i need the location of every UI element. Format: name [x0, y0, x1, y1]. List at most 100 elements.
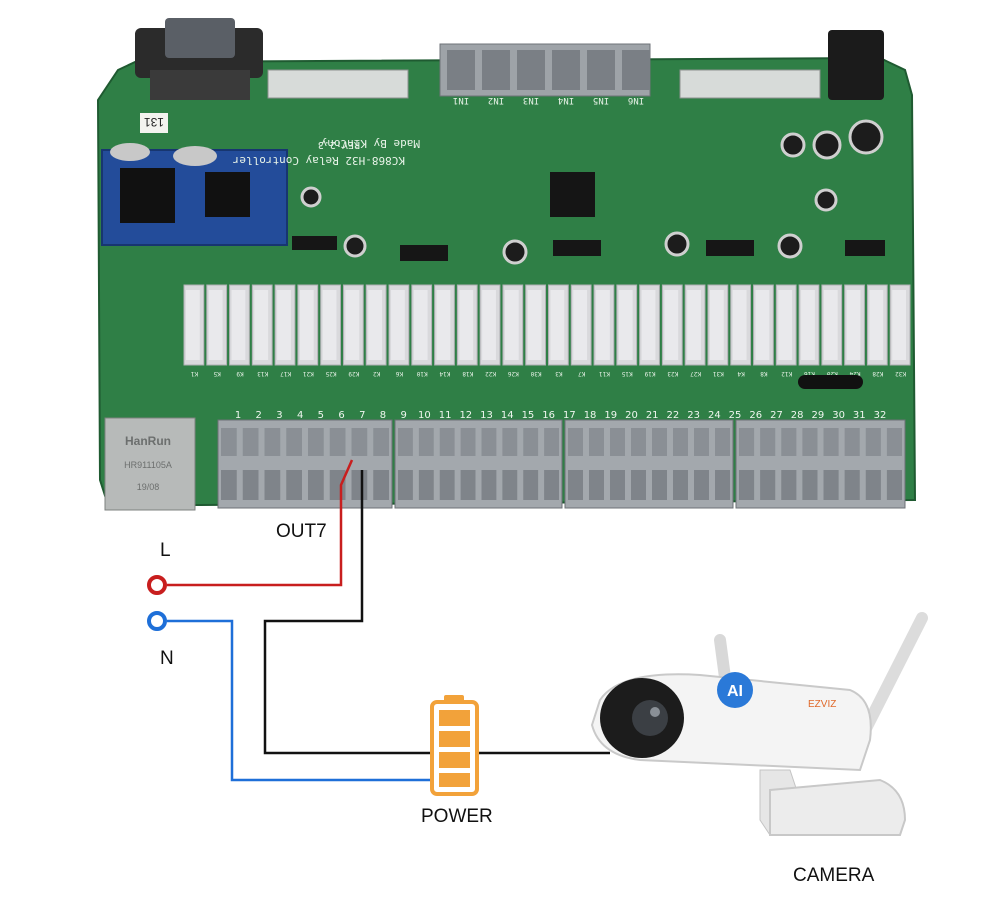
terminal-lever: [264, 428, 281, 456]
relay-label: K25: [325, 370, 336, 377]
relay-face: [413, 290, 428, 360]
relay-face: [892, 290, 906, 360]
terminal-lever: [652, 428, 667, 456]
terminal-lever: [502, 470, 518, 500]
relay-face: [869, 290, 884, 360]
microcontroller-chip: [550, 172, 595, 217]
terminal-number: 15: [522, 410, 535, 421]
relay-label: K19: [644, 370, 655, 377]
terminal-lever: [544, 428, 559, 456]
relay-label: K1: [190, 370, 198, 377]
capacitors: [300, 119, 884, 265]
terminal-lever: [481, 428, 497, 456]
relay-label: K5: [213, 370, 221, 377]
input-label: IN1: [453, 95, 469, 105]
terminal-number: 8: [380, 410, 386, 421]
input-label: IN4: [558, 95, 574, 105]
relay-face: [231, 290, 246, 360]
out7-label: OUT7: [276, 521, 327, 542]
terminal-lever: [823, 470, 839, 500]
relay-label: K21: [302, 370, 313, 377]
terminal-lever: [610, 470, 625, 500]
relay-label: K2: [373, 370, 381, 377]
terminal-number: 25: [729, 410, 742, 421]
terminal-lever: [502, 428, 518, 456]
relay-label: K30: [530, 370, 541, 377]
terminal-lever: [760, 428, 776, 456]
security-camera: AI EZVIZ: [590, 612, 928, 836]
camera-brand: EZVIZ: [808, 699, 836, 710]
relay-face: [823, 290, 838, 360]
terminal-lever: [286, 428, 302, 456]
terminal-number: 17: [563, 410, 576, 421]
relay-label: K9: [236, 370, 244, 377]
terminal-lever: [373, 470, 389, 500]
board-sticker-text: 131: [144, 115, 164, 129]
relay-label: K31: [713, 370, 724, 377]
terminal-lever: [781, 470, 797, 500]
terminal-lever: [610, 428, 625, 456]
terminal-number: 32: [874, 410, 887, 421]
terminal-lever: [865, 428, 881, 456]
relay-label: K29: [348, 370, 359, 377]
terminal-lever: [351, 470, 368, 500]
relay-label: K32: [895, 370, 906, 377]
relay-marker-strip: [798, 375, 863, 389]
terminal-lever: [802, 470, 818, 500]
terminal-number: 4: [297, 410, 303, 421]
terminal-number: 18: [584, 410, 597, 421]
relay-face: [573, 290, 588, 360]
board-sticker: [140, 113, 168, 133]
rj45-brand: HanRun: [125, 434, 171, 448]
relay-label: K17: [280, 370, 291, 377]
relay-face: [504, 290, 519, 360]
relay-label: K3: [555, 370, 563, 377]
terminal-number: 3: [276, 410, 282, 421]
board-title: KC868-H32 Relay Controller: [232, 154, 405, 167]
line-terminal: [147, 575, 167, 595]
relay-label: K12: [781, 370, 792, 377]
relay-label: K20: [826, 370, 837, 377]
terminal-number: 26: [749, 410, 762, 421]
terminal-number: 28: [791, 410, 804, 421]
terminal-lever: [631, 470, 646, 500]
board-revision: REV:2.3: [318, 139, 360, 150]
terminal-number: 24: [708, 410, 721, 421]
input-label: IN5: [593, 95, 609, 105]
relay-face: [208, 290, 223, 360]
line-wire: [167, 459, 354, 587]
relay-face: [436, 290, 451, 360]
power-label: POWER: [421, 806, 493, 827]
terminal-lever: [631, 428, 646, 456]
terminal-lever: [673, 428, 688, 456]
board-maker: Made By KinCony: [320, 137, 420, 150]
terminal-number: 27: [770, 410, 783, 421]
relay-face: [732, 290, 747, 360]
terminal-number: 2: [256, 410, 262, 421]
network-module: [101, 143, 288, 246]
terminal-lever: [221, 470, 237, 500]
relay-face: [459, 290, 474, 360]
terminal-number: 11: [439, 410, 452, 421]
terminal-lever: [589, 428, 604, 456]
relay-face: [846, 290, 861, 360]
db9-connector: [135, 18, 263, 100]
terminal-lever: [308, 470, 324, 500]
terminal-lever: [544, 470, 559, 500]
terminal-lever: [221, 428, 237, 456]
relay-label: K6: [395, 370, 403, 377]
relay-face: [299, 290, 314, 360]
terminal-lever: [589, 470, 604, 500]
terminal-number: 31: [853, 410, 866, 421]
terminal-number: 14: [501, 410, 514, 421]
terminal-number: 23: [687, 410, 700, 421]
terminal-number: 16: [542, 410, 555, 421]
rj45-port: HanRun HR911105A 19/08: [104, 417, 196, 511]
terminal-lever: [418, 470, 434, 500]
terminal-number: 9: [400, 410, 406, 421]
terminal-lever: [329, 428, 346, 456]
terminal-lever: [373, 428, 389, 456]
rj45-part: HR911105A: [124, 460, 172, 470]
